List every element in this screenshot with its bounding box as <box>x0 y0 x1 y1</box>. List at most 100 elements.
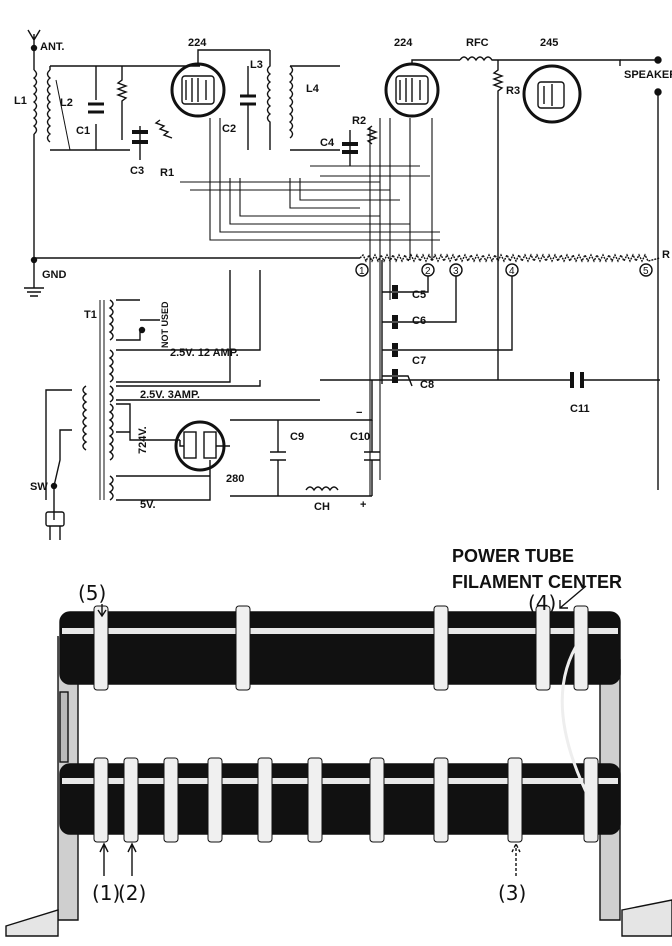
capacitor-c4 <box>342 130 358 166</box>
resistor-r3 <box>492 60 504 380</box>
r-label: R <box>662 249 670 261</box>
tap4-jumper-wire <box>560 639 592 801</box>
capacitor-c10 <box>364 420 380 496</box>
photo-title-line2: FILAMENT CENTER <box>452 572 622 592</box>
lower-resistor-tube <box>59 763 621 835</box>
t1-label: T1 <box>84 309 97 321</box>
photo-tap-1-label: (1) <box>92 881 120 905</box>
ant-label: ANT. <box>40 41 64 53</box>
capacitor-c6 <box>392 315 398 329</box>
l1-label: L1 <box>14 95 27 107</box>
rfc-choke <box>459 56 580 62</box>
tap-5-label: 5 <box>643 266 649 277</box>
tap-4-arrow-icon <box>559 585 587 609</box>
tube3-label: 245 <box>540 37 558 49</box>
tap-1-label: 1 <box>359 266 365 277</box>
resistor-grid <box>116 66 128 140</box>
capacitor-c11 <box>320 372 660 388</box>
capacitor-c2 <box>240 66 256 150</box>
c9-label: C9 <box>290 431 304 443</box>
c1-label: C1 <box>76 125 90 137</box>
tube-224-second <box>384 59 460 118</box>
tap-3-label: 3 <box>453 266 459 277</box>
tap-2-arrow-icon <box>127 842 137 876</box>
r2-label: R2 <box>352 115 366 127</box>
stage1-wiring <box>50 65 200 151</box>
ch-label: CH <box>314 501 330 513</box>
c10-label: C10 <box>350 431 370 443</box>
minus-sign: − <box>356 407 362 419</box>
resistor-r2 <box>366 125 378 145</box>
plus-sign: + <box>360 499 366 511</box>
l2-label: L2 <box>60 97 73 109</box>
c11-label: C11 <box>570 403 590 415</box>
photo-tap-3-label: (3) <box>498 881 526 905</box>
power-plug-icon <box>45 389 72 540</box>
transformer-t1 <box>82 270 320 501</box>
c7-label: C7 <box>412 355 426 367</box>
winding-2-5v-12a-label: 2.5V. 12 AMP. <box>170 347 239 359</box>
tap-3-arrow-icon <box>511 842 521 876</box>
capacitor-c5 <box>392 285 398 299</box>
capacitor-c1 <box>88 102 104 114</box>
ground-icon <box>24 262 44 297</box>
tap-5 <box>639 263 653 277</box>
left-foot <box>5 909 59 937</box>
lower-tap-bands <box>93 757 599 843</box>
gnd-label: GND <box>42 269 67 281</box>
tap-4-label: 4 <box>509 266 515 277</box>
c6-label: C6 <box>412 315 426 327</box>
c2-label: C2 <box>222 123 236 135</box>
speaker-label: SPEAKER <box>624 69 672 81</box>
tap-5-arrow-icon <box>97 604 107 618</box>
tap-2-label: 2 <box>425 266 431 277</box>
speaker-wiring <box>620 59 659 490</box>
winding-5v-label: 5V. <box>140 499 156 511</box>
c4-label: C4 <box>320 137 335 149</box>
winding-724v-label: 724V. <box>137 426 149 454</box>
filter-choke-ch <box>305 486 339 492</box>
c8-label: C8 <box>420 379 434 391</box>
coil-l4 <box>288 65 340 151</box>
not-used-tap <box>138 326 146 334</box>
capacitor-c9 <box>270 420 286 496</box>
rfc-label: RFC <box>466 37 489 49</box>
photo-tap-4-label: (4) <box>528 591 556 615</box>
tube-245 <box>522 59 621 124</box>
filament-bundle <box>180 118 440 496</box>
tap-1 <box>355 263 369 277</box>
upper-tap-bands <box>93 605 589 691</box>
coil-l3 <box>266 50 272 150</box>
resistor-photo: POWER TUBE FILAMENT CENTER <box>5 546 672 937</box>
photo-tap-5-label: (5) <box>78 581 106 605</box>
divider-resistor-r <box>34 253 661 263</box>
photo-title-line1: POWER TUBE <box>452 546 574 566</box>
rect-tube-label: 280 <box>226 473 244 485</box>
winding-2-5v-3a-label: 2.5V. 3AMP. <box>140 389 200 401</box>
schematic: ANT. L1 GND L2 C1 <box>14 29 672 540</box>
tap-1-arrow-icon <box>99 842 109 876</box>
antenna-icon <box>27 29 41 52</box>
not-used-label: NOT USED <box>160 301 170 348</box>
bypass-capacitors <box>381 260 513 387</box>
resistor-r1 <box>154 119 173 139</box>
tube1-label: 224 <box>188 37 207 49</box>
switch-label: SW <box>30 481 48 493</box>
c3-label: C3 <box>130 165 144 177</box>
tube-224-first <box>170 49 270 118</box>
c5-label: C5 <box>412 289 426 301</box>
l4-label: L4 <box>306 83 320 95</box>
r1-label: R1 <box>160 167 174 179</box>
capacitor-c3 <box>132 126 148 160</box>
capacitor-c7 <box>392 343 398 357</box>
divider-taps: 1 2 3 4 5 <box>355 263 653 277</box>
coil-l1 <box>32 50 38 258</box>
right-foot <box>621 899 672 937</box>
r3-label: R3 <box>506 85 520 97</box>
tube2-label: 224 <box>394 37 413 49</box>
l3-label: L3 <box>250 59 263 71</box>
rectifier-tube-280 <box>174 420 230 472</box>
photo-tap-2-label: (2) <box>118 881 146 905</box>
